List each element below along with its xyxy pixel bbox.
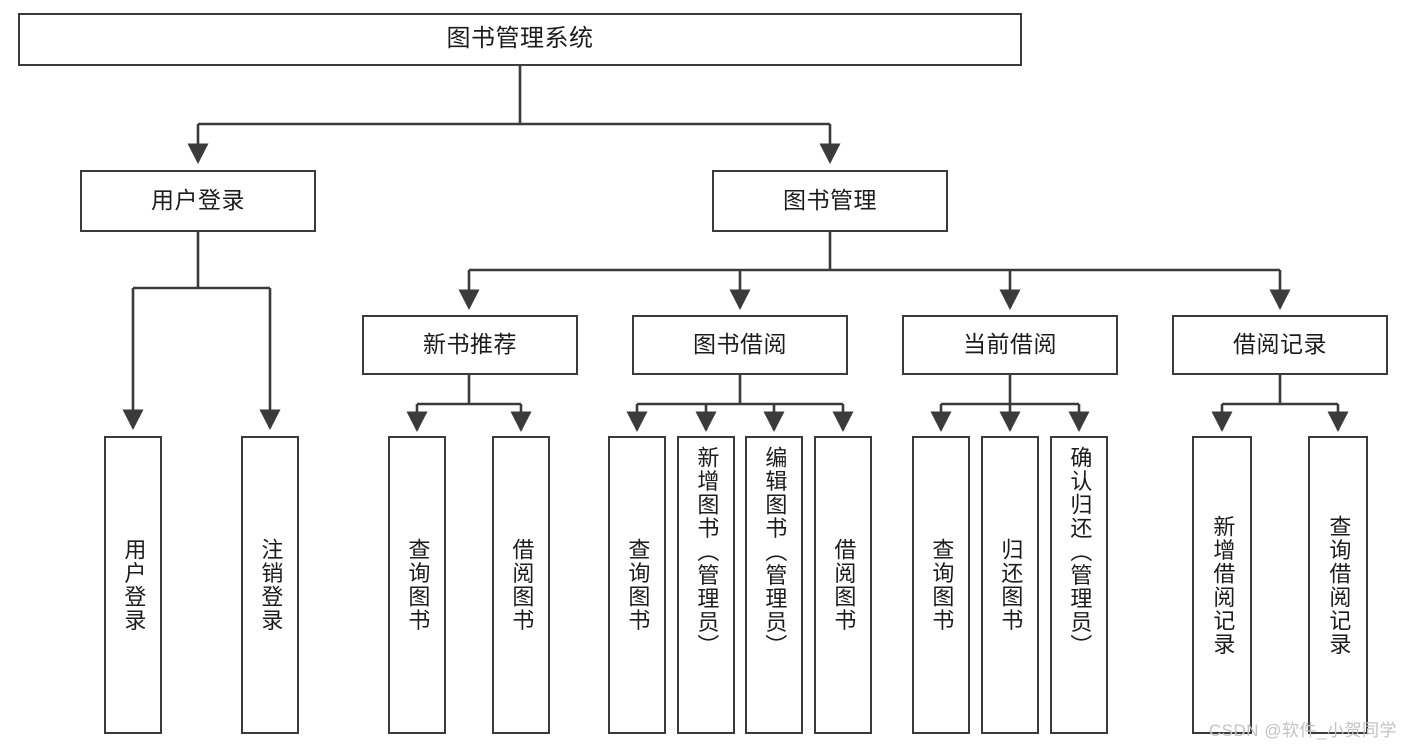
leaf-return-book[interactable]: 归还图书 <box>981 436 1039 734</box>
node-label: 新增借阅记录 <box>1210 514 1236 656</box>
leaf-logout[interactable]: 注销登录 <box>241 436 299 734</box>
node-label: 图书管理系统 <box>446 25 594 53</box>
leaf-confirm-return-admin[interactable]: 确认归还（管理员） <box>1050 436 1108 734</box>
node-borrow-record[interactable]: 借阅记录 <box>1172 315 1388 375</box>
node-label: 新增图书（管理员） <box>694 446 720 658</box>
node-book-borrow[interactable]: 图书借阅 <box>632 315 848 375</box>
node-label: 查询图书 <box>625 538 651 632</box>
leaf-add-book-admin[interactable]: 新增图书（管理员） <box>677 436 735 734</box>
node-current-borrow[interactable]: 当前借阅 <box>902 315 1118 375</box>
node-label: 编辑图书（管理员） <box>762 446 788 658</box>
leaf-add-borrow-record[interactable]: 新增借阅记录 <box>1192 436 1252 734</box>
node-label: 查询图书 <box>929 538 955 632</box>
leaf-borrow-book[interactable]: 借阅图书 <box>814 436 872 734</box>
node-label: 图书借阅 <box>693 331 787 358</box>
node-label: 当前借阅 <box>963 331 1057 358</box>
node-label: 借阅图书 <box>831 538 857 632</box>
node-label: 借阅图书 <box>509 538 535 632</box>
node-label: 用户登录 <box>151 187 245 214</box>
node-label: 用户登录 <box>121 538 147 632</box>
node-label: 归还图书 <box>998 538 1024 632</box>
node-label: 新书推荐 <box>423 331 517 358</box>
node-label: 图书管理 <box>783 187 877 214</box>
node-book-management[interactable]: 图书管理 <box>712 170 948 232</box>
node-new-book-recommend[interactable]: 新书推荐 <box>362 315 578 375</box>
node-label: 查询图书 <box>405 538 431 632</box>
leaf-user-login[interactable]: 用户登录 <box>104 436 162 734</box>
node-label: 注销登录 <box>258 538 284 632</box>
leaf-query-book-borrow[interactable]: 查询图书 <box>608 436 666 734</box>
leaf-edit-book-admin[interactable]: 编辑图书（管理员） <box>745 436 803 734</box>
node-root-book-management-system[interactable]: 图书管理系统 <box>18 13 1022 66</box>
leaf-borrow-book-recommend[interactable]: 借阅图书 <box>492 436 550 734</box>
node-label: 查询借阅记录 <box>1326 514 1352 656</box>
node-user-login[interactable]: 用户登录 <box>80 170 316 232</box>
csdn-watermark: CSDN @软件_小贺同学 <box>1208 721 1397 740</box>
node-label: 借阅记录 <box>1233 331 1327 358</box>
leaf-query-borrow-record[interactable]: 查询借阅记录 <box>1308 436 1368 734</box>
node-label: 确认归还（管理员） <box>1067 446 1093 658</box>
leaf-query-book-current[interactable]: 查询图书 <box>912 436 970 734</box>
leaf-query-book-recommend[interactable]: 查询图书 <box>388 436 446 734</box>
